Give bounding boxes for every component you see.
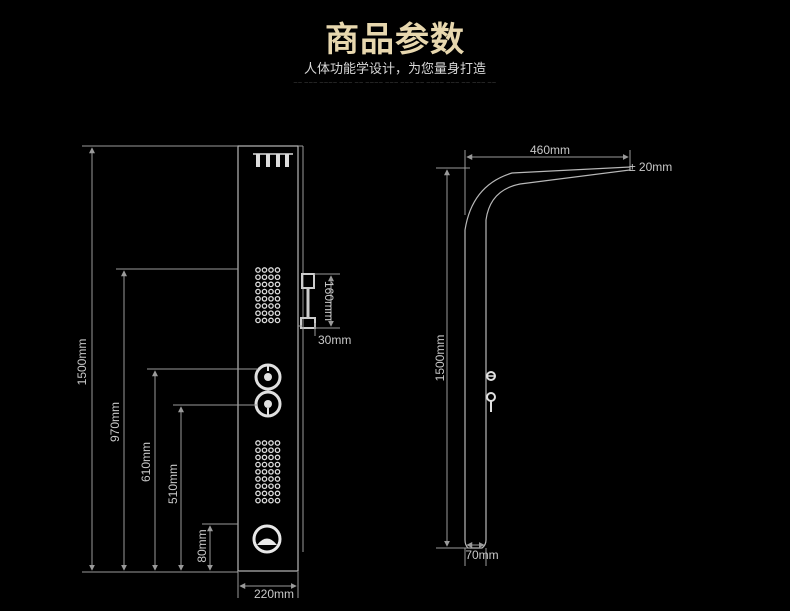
jet-nozzle [261,454,268,461]
front-width-label: 220mm [254,587,294,601]
jet-nozzle [268,454,274,461]
jet-nozzle [261,447,268,454]
upper-valve-height-label: 610mm [139,442,153,482]
jet-nozzle [268,288,274,295]
jet-nozzle [261,303,268,309]
upper-massage-jets [255,267,281,324]
jet-nozzle [261,476,268,482]
tub-spout-height-label: 80mm [195,529,209,562]
side-valve-lower [486,392,496,412]
upper-valve-knob [254,363,282,391]
jet-nozzle [255,295,261,302]
jet-nozzle [255,303,261,309]
side-valve-upper [486,371,496,381]
jet-nozzle [261,468,268,475]
side-depth-label: 70mm [465,548,498,562]
jet-nozzle [255,454,261,461]
jet-nozzle [268,490,274,497]
jet-nozzle [274,490,281,497]
side-view: 460mm ± 20mm 1500mm 70mm [433,143,672,566]
jet-nozzle [255,274,261,281]
lower-valve-knob [254,390,282,418]
jet-nozzle [274,267,281,273]
jet-nozzle [268,274,274,281]
jet-nozzle [255,483,261,490]
top-rain-slots [253,153,293,167]
jet-nozzle [255,497,261,504]
jet-nozzle [268,281,274,288]
jet-nozzle [274,497,281,504]
jet-nozzle [261,497,268,504]
jet-nozzle [274,468,281,475]
jet-nozzle [255,288,261,295]
jet-nozzle [268,497,274,504]
front-view: 160mm 30mm 1500mm 970mm 610mm 510mm 80mm… [75,145,351,601]
panel-outline [237,145,299,572]
side-height-total-label: 1500mm [433,335,447,382]
lower-valve-height-label: 510mm [166,464,180,504]
jet-nozzle [268,476,274,482]
jet-nozzle [255,310,261,317]
jet-nozzle [274,310,281,317]
jet-nozzle [261,310,268,317]
jet-nozzle [255,476,261,482]
tub-spout [252,524,282,554]
jet-nozzle [255,490,261,497]
handheld-length-label: 160mm [322,281,336,321]
jet-nozzle [274,288,281,295]
jet-nozzle [255,447,261,454]
jet-nozzle [268,461,274,468]
handheld-shower [298,273,316,329]
jet-nozzle [261,490,268,497]
upper-spray-height-label: 970mm [108,402,122,442]
top-thickness-label: ± 20mm [629,160,672,174]
jet-nozzle [261,274,268,281]
page-subtitle: 人体功能学设计，为您量身打造 [303,62,486,77]
jet-nozzle [261,461,268,468]
jet-nozzle [261,288,268,295]
top-reach-label: 460mm [530,143,570,157]
jet-nozzle [261,440,268,446]
jet-nozzle [268,295,274,302]
jet-nozzle [261,267,268,273]
jet-nozzle [255,317,261,324]
front-height-total-label: 1500mm [75,339,89,386]
jet-nozzle [274,440,281,446]
jet-nozzle [268,447,274,454]
jet-nozzle [255,440,261,446]
jet-nozzle [274,274,281,281]
jet-nozzle [268,468,274,475]
jet-nozzle [274,447,281,454]
jet-nozzle [274,303,281,309]
jet-nozzle [274,317,281,324]
side-profile [464,166,631,549]
jet-nozzle [261,295,268,302]
jet-nozzle [274,476,281,482]
lower-massage-jets [255,440,281,504]
jet-nozzle [274,295,281,302]
jet-nozzle [255,468,261,475]
jet-nozzle [261,317,268,324]
jet-nozzle [268,310,274,317]
fineprint-text: —— ——— ———— ——— —— ———— ——— ——— —— ———— … [293,80,497,85]
jet-nozzle [255,461,261,468]
jet-nozzle [268,483,274,490]
jet-nozzle [274,483,281,490]
jet-nozzle [274,281,281,288]
jet-nozzle [268,317,274,324]
jet-nozzle [255,281,261,288]
jet-nozzle [268,267,274,273]
page-title: 商品参数 [325,20,465,60]
jet-nozzle [268,303,274,309]
jet-nozzle [255,267,261,273]
jet-nozzle [274,461,281,468]
jet-nozzle [261,281,268,288]
handheld-offset-label: 30mm [318,333,351,347]
jet-nozzle [268,440,274,446]
jet-nozzle [274,454,281,461]
jet-nozzle [261,483,268,490]
